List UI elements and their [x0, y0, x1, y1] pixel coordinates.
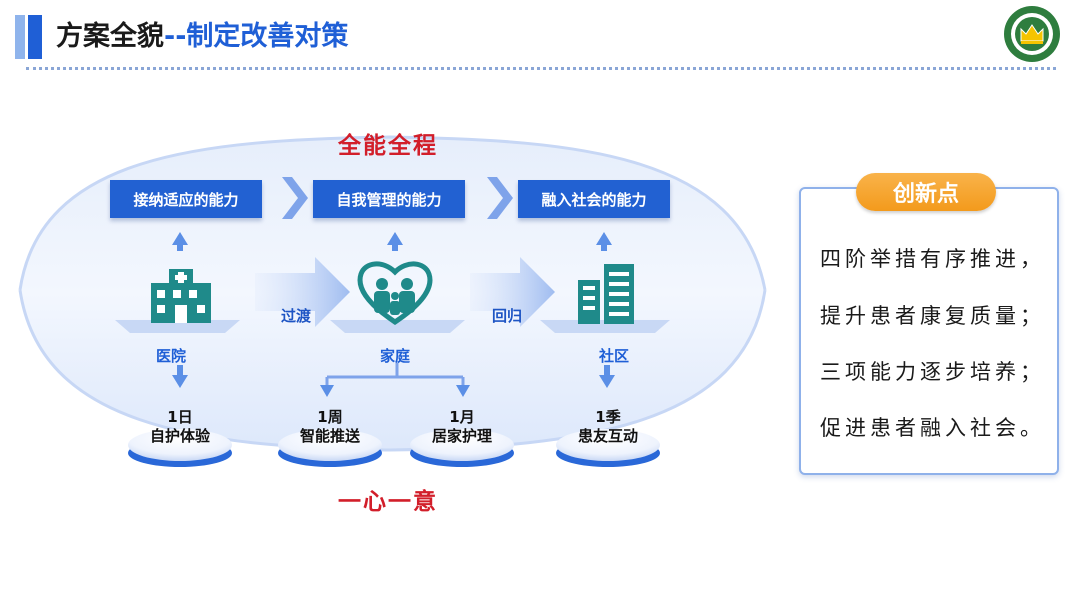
milestone-time: 1季: [595, 408, 621, 426]
transition-label-1: 过渡: [281, 307, 312, 325]
innovation-line-2: 提升患者康复质量；: [820, 304, 1045, 328]
header-divider: [26, 67, 1056, 70]
bottom-slogan: 一心一意: [338, 488, 438, 515]
hospital-crown-seal-icon: [1004, 6, 1060, 62]
transition-label-2: 回归: [492, 307, 523, 325]
ability-box-self-management: 自我管理的能力: [313, 180, 465, 218]
innovation-heading: 创新点: [856, 173, 996, 211]
title-accent-bar-light: [15, 15, 25, 59]
ability-box-acceptance: 接纳适应的能力: [110, 180, 262, 218]
stage-label-community: 社区: [599, 347, 630, 365]
milestone-4: 1季 患友互动: [558, 408, 658, 446]
innovation-panel: [799, 187, 1059, 475]
title-accent-bar-dark: [28, 15, 42, 59]
stage-label-family: 家庭: [380, 347, 411, 365]
milestone-time: 1月: [449, 408, 475, 426]
milestone-text: 患友互动: [577, 427, 638, 445]
top-slogan: 全能全程: [338, 132, 438, 159]
innovation-line-1: 四阶举措有序推进，: [820, 247, 1045, 271]
page-title-main: 方案全貌: [56, 21, 164, 52]
family-heart-icon: [357, 261, 433, 326]
milestone-3: 1月 居家护理: [412, 408, 512, 446]
innovation-line-4: 促进患者融入社会。: [820, 416, 1045, 440]
milestone-text: 自护体验: [149, 427, 210, 445]
page-title: 方案全貌--制定改善对策: [56, 18, 348, 56]
milestone-time: 1周: [317, 408, 343, 426]
milestone-time: 1日: [167, 408, 193, 426]
stage-label-hospital: 医院: [156, 347, 187, 365]
ability-box-social-integration: 融入社会的能力: [518, 180, 670, 218]
hospital-building-icon: [151, 269, 211, 323]
page-title-sub: --制定改善对策: [164, 21, 349, 52]
innovation-line-3: 三项能力逐步培养；: [820, 360, 1045, 384]
milestone-2: 1周 智能推送: [280, 408, 380, 446]
milestone-1: 1日 自护体验: [130, 408, 230, 446]
milestone-text: 智能推送: [299, 427, 360, 445]
community-building-icon: [578, 264, 634, 324]
milestone-text: 居家护理: [431, 427, 492, 445]
